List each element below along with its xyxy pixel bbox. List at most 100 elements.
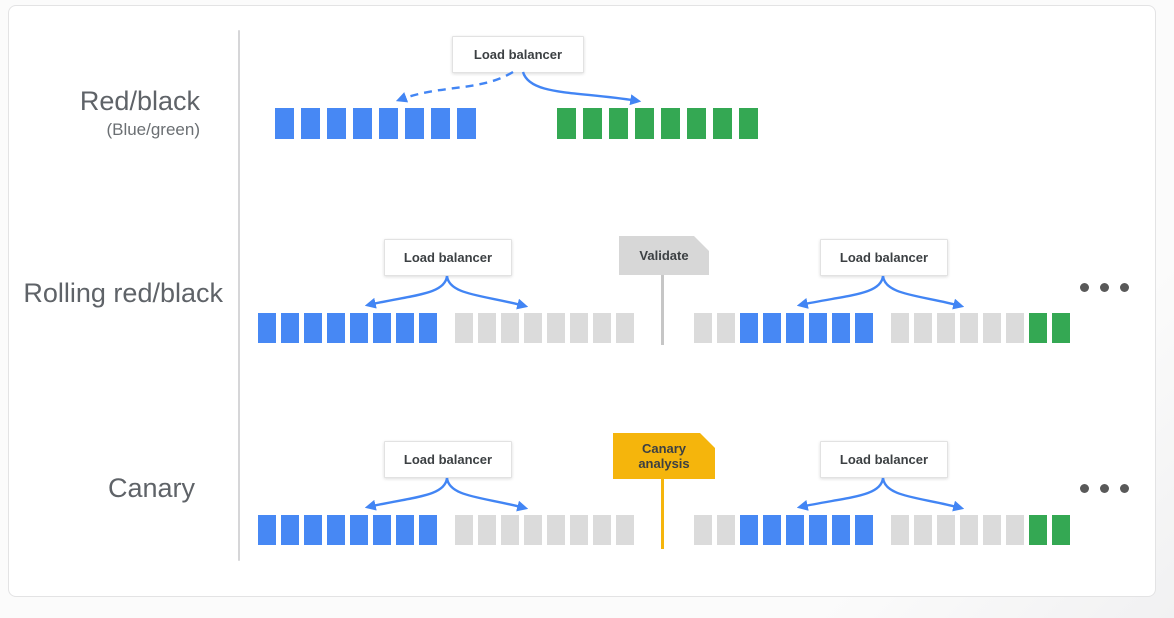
server-cluster [891, 313, 1070, 343]
server-instance-gray [524, 313, 542, 343]
server-instance-blue [281, 313, 299, 343]
server-instance-gray [1006, 515, 1024, 545]
server-instance-green [739, 108, 758, 139]
ellipsis-dots-canary [1080, 484, 1129, 493]
ellipsis-dots-rolling [1080, 283, 1129, 292]
server-instance-blue [431, 108, 450, 139]
server-instance-gray [616, 515, 634, 545]
vertical-divider [238, 30, 240, 561]
server-instance-blue [301, 108, 320, 139]
server-instance-blue [419, 313, 437, 343]
server-instance-blue [275, 108, 294, 139]
server-instance-green [609, 108, 628, 139]
server-instance-gray [547, 515, 565, 545]
server-instance-green [557, 108, 576, 139]
server-instance-green [1029, 313, 1047, 343]
server-instance-green [1029, 515, 1047, 545]
server-instance-gray [616, 313, 634, 343]
server-instance-green [687, 108, 706, 139]
canary-analysis-line2: analysis [638, 456, 690, 471]
load-balancer-box-canary-right: Load balancer [820, 441, 948, 478]
server-instance-blue [786, 313, 804, 343]
server-instance-blue [258, 313, 276, 343]
server-cluster [275, 108, 476, 139]
server-instance-blue [832, 515, 850, 545]
row-label-canary: Canary [108, 472, 195, 504]
server-instance-blue [786, 515, 804, 545]
server-instance-blue [740, 313, 758, 343]
server-instance-blue [258, 515, 276, 545]
ellipsis-dot [1120, 484, 1129, 493]
server-instance-blue [809, 313, 827, 343]
row-title: Rolling red/black [23, 278, 223, 308]
server-cluster [258, 313, 437, 343]
server-instance-blue [304, 313, 322, 343]
server-cluster [557, 108, 758, 139]
server-instance-green [713, 108, 732, 139]
server-instance-gray [455, 313, 473, 343]
server-group-canary-right [694, 515, 1070, 545]
server-instance-blue [419, 515, 437, 545]
validate-stem [661, 273, 664, 345]
ellipsis-dot [1100, 484, 1109, 493]
server-group-canary-left [258, 515, 634, 545]
ellipsis-dot [1080, 283, 1089, 292]
load-balancer-label: Load balancer [839, 250, 929, 265]
row-subtitle: (Blue/green) [106, 120, 200, 139]
server-instance-gray [960, 313, 978, 343]
server-instance-gray [694, 515, 712, 545]
load-balancer-box-top: Load balancer [452, 36, 584, 73]
canary-analysis-tag: Canary analysis [613, 433, 715, 479]
server-group-rolling-left [258, 313, 634, 343]
server-instance-green [1052, 313, 1070, 343]
server-instance-blue [373, 313, 391, 343]
load-balancer-label: Load balancer [473, 47, 563, 62]
server-instance-blue [353, 108, 372, 139]
ellipsis-dot [1100, 283, 1109, 292]
server-cluster [694, 313, 873, 343]
load-balancer-label: Load balancer [839, 452, 929, 467]
server-instance-gray [570, 313, 588, 343]
server-instance-green [635, 108, 654, 139]
server-instance-green [1052, 515, 1070, 545]
load-balancer-label: Load balancer [403, 452, 493, 467]
server-instance-gray [1006, 313, 1024, 343]
canary-analysis-stem [661, 477, 664, 549]
row-title: Canary [107, 473, 195, 503]
ellipsis-dot [1080, 484, 1089, 493]
server-cluster [258, 515, 437, 545]
server-instance-blue [373, 515, 391, 545]
server-cluster [455, 515, 634, 545]
ellipsis-dot [1120, 283, 1129, 292]
server-instance-gray [937, 515, 955, 545]
server-instance-blue [405, 108, 424, 139]
server-instance-blue [281, 515, 299, 545]
canary-analysis-line1: Canary [641, 441, 687, 456]
server-instance-gray [717, 515, 735, 545]
server-instance-blue [763, 515, 781, 545]
server-instance-blue [379, 108, 398, 139]
server-instance-blue [327, 108, 346, 139]
server-instance-blue [832, 313, 850, 343]
server-instance-gray [694, 313, 712, 343]
server-group-rolling-right [694, 313, 1070, 343]
server-instance-blue [740, 515, 758, 545]
row-title: Red/black [79, 86, 200, 116]
server-instance-blue [809, 515, 827, 545]
validate-tag: Validate [619, 236, 709, 275]
server-instance-gray [891, 313, 909, 343]
server-instance-gray [478, 515, 496, 545]
server-instance-gray [891, 515, 909, 545]
server-instance-gray [501, 515, 519, 545]
server-instance-gray [524, 515, 542, 545]
server-instance-gray [478, 313, 496, 343]
diagram-card [8, 5, 1156, 597]
row-label-red-black: Red/black (Blue/green) [80, 85, 200, 141]
server-instance-blue [396, 515, 414, 545]
server-instance-green [661, 108, 680, 139]
server-instance-blue [350, 313, 368, 343]
server-instance-gray [937, 313, 955, 343]
server-instance-gray [501, 313, 519, 343]
server-group-redblack-active [275, 108, 476, 139]
server-instance-blue [855, 515, 873, 545]
